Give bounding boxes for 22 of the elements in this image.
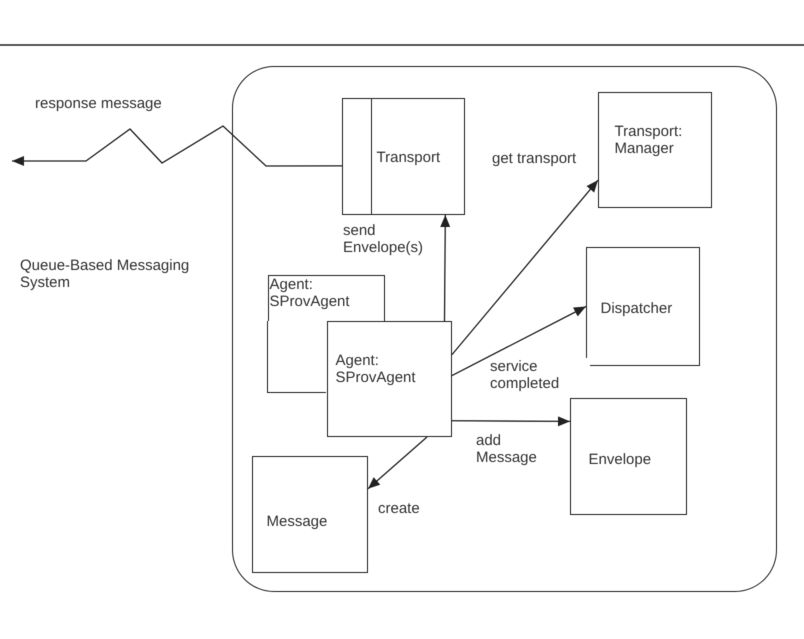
arrow: [452, 180, 598, 356]
arrow: [452, 306, 586, 376]
arrow: [12, 125, 342, 167]
edge-label: get transport: [492, 150, 576, 167]
object-name: Envelope: [588, 450, 652, 468]
arrow: [440, 215, 450, 321]
object-box: [326, 320, 452, 436]
object-name: Agent: SProvAgent: [336, 352, 417, 386]
arrow: [368, 436, 428, 490]
object-name: Transport: Manager: [614, 122, 684, 156]
object-name: Transport: [376, 148, 442, 166]
object-name: Dispatcher: [600, 300, 674, 316]
object-box: [570, 398, 686, 514]
object-box: [342, 98, 464, 214]
arrow: [452, 416, 570, 426]
object-name: Message: [266, 512, 328, 530]
edge-label: service completed: [490, 358, 590, 392]
object-box: [598, 92, 712, 208]
object-box: [252, 456, 368, 572]
object-box: [586, 246, 700, 366]
system-boundary: [232, 66, 777, 592]
object-name: Agent: SProvAgent: [270, 276, 351, 310]
